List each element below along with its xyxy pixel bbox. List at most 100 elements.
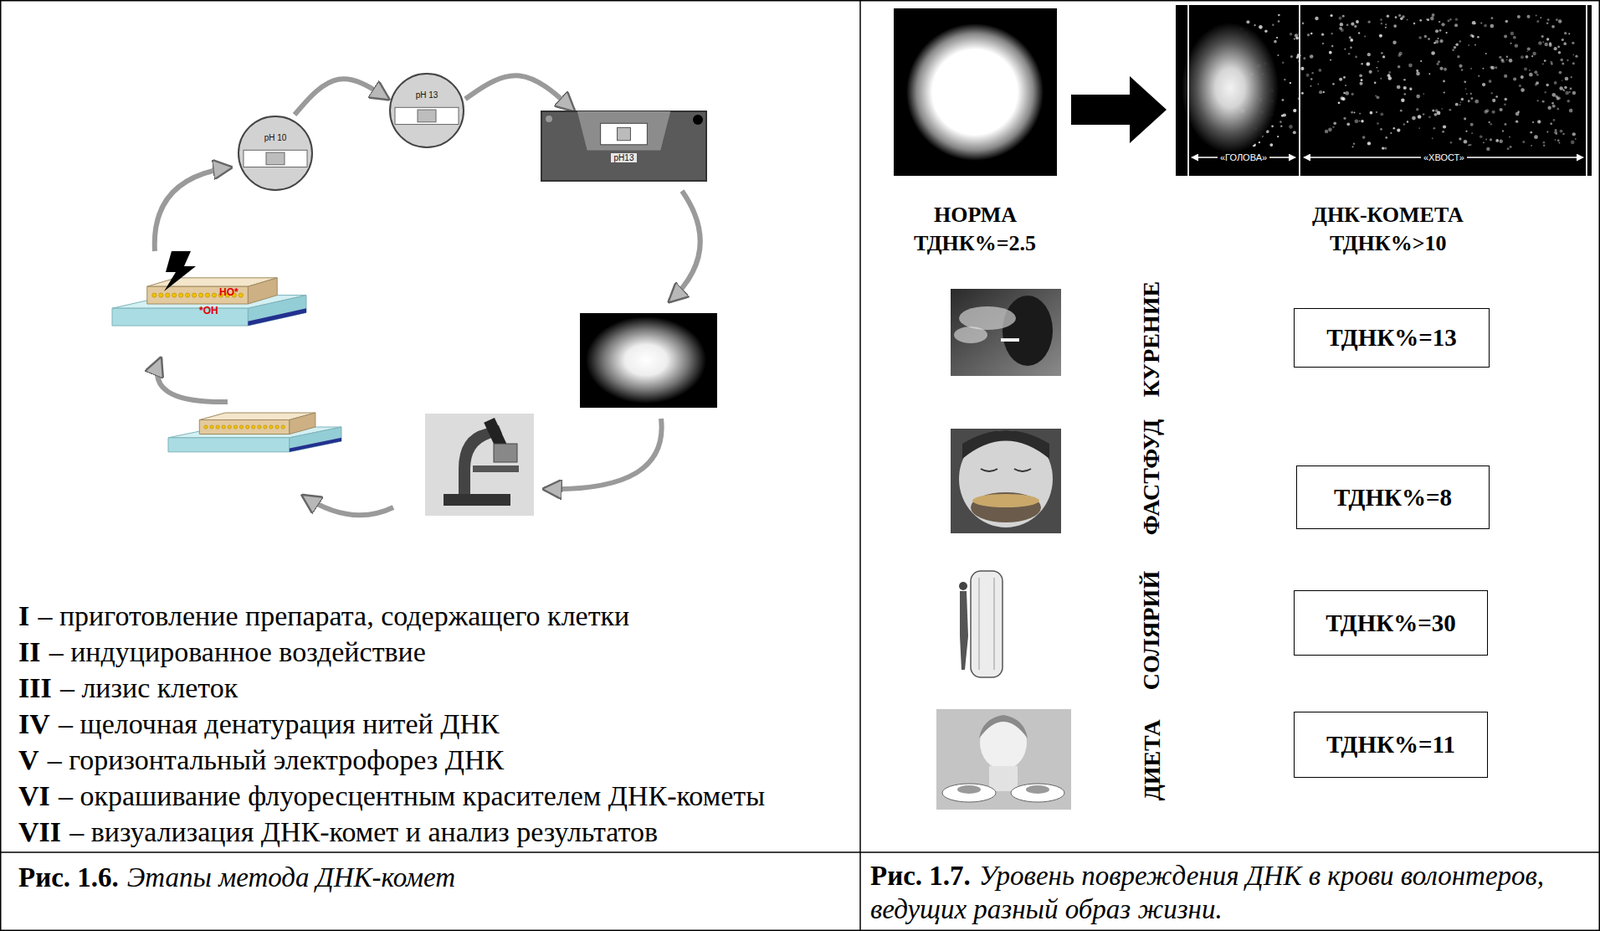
comet-tail-dots (1360, 78, 1364, 82)
cycle-arrow (465, 75, 575, 111)
comet-tail-dots (1403, 78, 1406, 82)
comet-tail-dots (1573, 54, 1575, 57)
comet-tail-dots (1494, 66, 1498, 69)
comet-tail-dots (1477, 75, 1481, 78)
result-value: ТДНК%=8 (1333, 483, 1452, 512)
comet-part-label: «ХВОСТ» (1423, 152, 1465, 163)
comet-tail-dots (1491, 92, 1493, 94)
comet-tail-dots (1271, 24, 1275, 27)
slide-illustration (179, 292, 184, 298)
solarium-photo (994, 577, 995, 670)
comet-tail-dots (1538, 120, 1541, 124)
comet-tail-dots (1482, 82, 1486, 87)
comet-tail-dots (1392, 40, 1396, 44)
result-box: ТДНК%=13 (1293, 307, 1490, 368)
normal-nucleus-image (906, 23, 1044, 161)
comet-tail-dots (1517, 110, 1520, 113)
device-outline (692, 114, 703, 125)
comet-tail-dots (1289, 32, 1293, 36)
comet-tail-dots (1422, 92, 1425, 95)
comet-tail-dots (1343, 92, 1346, 95)
circle-outline (389, 73, 464, 148)
comet-tail-dots (1522, 140, 1525, 144)
comet-tail-dots (1461, 68, 1464, 72)
comet-tail-dots (1557, 138, 1560, 142)
comet-tail-dots (1438, 20, 1441, 23)
comet-tail-dots (1536, 73, 1539, 77)
comet-tail-dots (1480, 22, 1483, 25)
comet-tail-dots (1276, 36, 1278, 39)
comet-tail-dots (1323, 91, 1325, 93)
comet-tail-dots (1479, 134, 1483, 139)
comet-tail-dots (1420, 60, 1422, 62)
comet-part-label: «ГОЛОВА» (1217, 152, 1270, 163)
stage-legend-line: IV (18, 707, 51, 739)
comet-tail-dots (1364, 35, 1366, 38)
comet-tail-dots (1547, 106, 1551, 110)
comet-tail-dots (1350, 22, 1354, 26)
comet-tail-dots (1442, 124, 1447, 129)
stage-legend-line: – щелочная денатурация нитей ДНК (58, 707, 500, 739)
comet-tail-dots (1467, 99, 1471, 103)
cycle-arrow (154, 167, 231, 252)
smoking-photo (950, 288, 1062, 376)
stage-legend-line: VII (18, 815, 62, 847)
lightning-symbol (164, 251, 196, 292)
lifestyle-label: КУРЕНИЕ (1138, 281, 1165, 397)
comet-tail-dots (1397, 65, 1401, 69)
comet-tail-dots (1258, 25, 1263, 30)
slide-illustration (199, 420, 290, 435)
comet-tail-dots (1564, 76, 1570, 82)
diet-photo (979, 715, 1027, 770)
slide-illustration (247, 277, 277, 304)
comet-tail-dots (1508, 58, 1513, 63)
comet-tail-dots (1458, 137, 1462, 140)
comet-tail-dots (1552, 104, 1556, 108)
comet-tail-dots (1489, 138, 1493, 141)
comet-tail-dots (1492, 110, 1496, 114)
comet-tail-dots (1551, 92, 1556, 98)
comet-tail-dots (1367, 141, 1371, 145)
comet-tail-dots (1400, 97, 1405, 102)
comet-tail-dots (1526, 50, 1529, 52)
comet-tail-dots (1417, 114, 1422, 119)
radical-label: *OH (199, 304, 219, 317)
circle-outline (417, 109, 436, 123)
result-box: ТДНК%=11 (1293, 711, 1488, 778)
comet-tail-dots (1574, 138, 1577, 140)
comet-tail-dots (1558, 71, 1563, 75)
comet-tail-dots (1431, 13, 1436, 17)
comet-tail-dots (1293, 37, 1296, 40)
fastfood-photo (972, 493, 1040, 508)
comet-tail-dots (1558, 51, 1562, 55)
comet-tail-dots (1240, 13, 1579, 151)
slide-illustration (205, 292, 210, 298)
dna-comet-image (1175, 5, 1592, 176)
comet-tail-dots (1393, 24, 1397, 28)
result-value: ТДНК%=13 (1326, 323, 1457, 352)
comet-tail-dots (1288, 124, 1293, 129)
comet-tail-dots (1309, 85, 1312, 88)
comet-tail-dots (1394, 15, 1398, 19)
lightning-symbol (164, 251, 196, 292)
device-outline (545, 115, 553, 123)
device-outline (617, 127, 631, 140)
comet-tail-dots (1415, 71, 1421, 77)
comet-tail-dots (1387, 73, 1391, 77)
comet-tail-dots (1341, 97, 1345, 101)
comet-tail-dots (1408, 63, 1413, 68)
cycle-arrow (669, 190, 701, 302)
solarium-photo (979, 577, 980, 670)
comet-tail-dots (1379, 77, 1382, 80)
comet-tail-dots (1358, 120, 1361, 123)
result-box: ТДНК%=8 (1296, 465, 1490, 529)
comet-tail-dots (1367, 52, 1371, 57)
comet-tail-dots (1518, 84, 1522, 88)
comet-tail-dots (1543, 143, 1546, 147)
comet-tail-dots (1549, 122, 1553, 125)
comet-tail-dots (1470, 92, 1472, 95)
comet-tail-dots (1463, 117, 1467, 120)
comet-tail-dots (1467, 144, 1470, 147)
stage-legend-line: – окрашивание флуоресцентным красителем … (58, 779, 765, 811)
microscope-photo (472, 465, 519, 472)
